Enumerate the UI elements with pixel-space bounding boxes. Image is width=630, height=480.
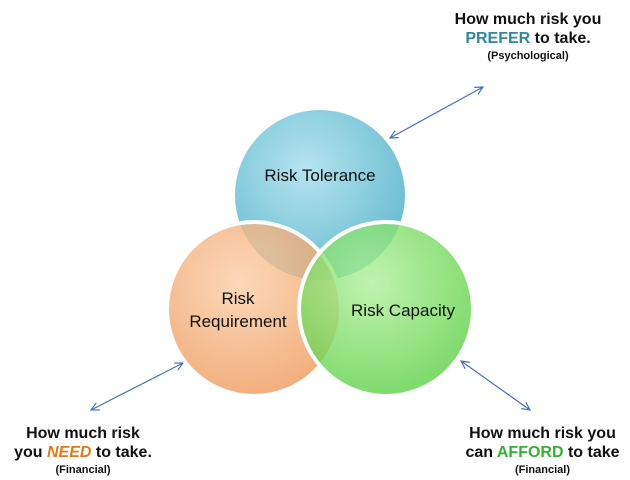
callout-afford: How much risk you can AFFORD to take (Fi… xyxy=(455,424,630,478)
label-risk-requirement-line2: Requirement xyxy=(189,312,287,331)
circle-risk-capacity xyxy=(297,220,475,398)
callout-need-sub: (Financial) xyxy=(55,464,111,477)
arrow-left xyxy=(91,363,183,410)
callout-afford-sub: (Financial) xyxy=(514,464,570,477)
arrow-top xyxy=(390,87,483,138)
callout-need-line2: you NEED to take. xyxy=(8,443,158,462)
callout-prefer-line1: How much risk you xyxy=(454,11,602,28)
callout-need: How much risk you NEED to take. (Financi… xyxy=(8,424,158,478)
callout-afford-pre: can xyxy=(465,444,497,462)
callout-prefer-post: to take. xyxy=(530,30,591,48)
callout-prefer-line2: PREFER to take. xyxy=(438,29,618,48)
callout-prefer-sub: (Psychological) xyxy=(487,50,569,63)
callout-afford-line1: How much risk you xyxy=(469,425,616,442)
callout-need-pre: you xyxy=(14,444,47,462)
keyword-prefer: PREFER xyxy=(465,30,531,48)
callout-afford-post: to take xyxy=(563,444,620,462)
callout-need-line1: How much risk xyxy=(26,425,140,442)
arrow-right xyxy=(461,361,530,410)
label-risk-tolerance: Risk Tolerance xyxy=(264,166,375,185)
callout-prefer: How much risk you PREFER to take. (Psych… xyxy=(438,10,618,64)
keyword-need: NEED xyxy=(46,444,92,462)
label-risk-requirement-line1: Risk xyxy=(221,289,255,308)
keyword-afford: AFFORD xyxy=(496,444,564,462)
callout-need-post: to take. xyxy=(91,444,152,462)
label-risk-capacity: Risk Capacity xyxy=(351,301,455,320)
callout-afford-line2: can AFFORD to take xyxy=(455,443,630,462)
